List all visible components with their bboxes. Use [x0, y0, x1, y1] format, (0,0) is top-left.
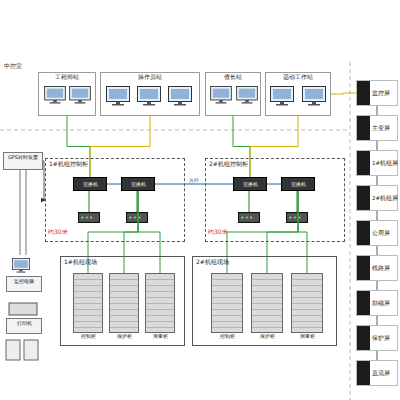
screen-panel: 励磁屏 — [356, 290, 398, 316]
node-text: 1#机组屏 — [372, 160, 396, 166]
connector-line — [377, 211, 378, 220]
node-text: 线路屏 — [372, 265, 396, 271]
connector-line — [124, 191, 138, 273]
connector-line — [377, 316, 378, 325]
field-area: 1#机组现场控制柜保护柜测量柜 — [60, 256, 185, 346]
screen-panel: 保护屏 — [356, 325, 398, 351]
screen-panel: 主变屏 — [356, 115, 398, 141]
connector-line — [107, 184, 121, 185]
connector-line — [298, 191, 307, 273]
note-label: 约30米 — [208, 228, 228, 237]
node-text: GPS对时装置 — [4, 153, 42, 161]
node-text: 值长站 — [206, 74, 260, 81]
workstation-box: 工程师站 — [38, 72, 96, 116]
workstation-box: 操作员站 — [100, 72, 200, 116]
node-text: 1#机组控制柜 — [49, 161, 88, 168]
note-label: 中控室 — [4, 62, 22, 71]
node-text: 交换机 — [74, 178, 106, 190]
node-text: 交换机 — [282, 178, 314, 190]
cabinet: 测量柜 — [145, 273, 175, 333]
cabinet: 控制柜 — [211, 273, 243, 333]
node-text: 2#机组屏 — [372, 195, 396, 201]
node-text: 远动工作站 — [266, 74, 330, 81]
node-text: 主变屏 — [372, 125, 396, 131]
screen-panel: 监控屏 — [356, 80, 398, 106]
connector-line — [67, 116, 90, 177]
screen-panel: 直流屏 — [356, 360, 398, 386]
device-box: GPS对时装置 — [3, 152, 43, 170]
node-text: 控制柜 — [68, 334, 108, 340]
connector-line — [377, 141, 378, 150]
node-text: 保护屏 — [372, 335, 396, 341]
cabinet: 控制柜 — [73, 273, 103, 333]
node-text: 工程师站 — [39, 74, 95, 81]
network-switch: 交换机 — [121, 177, 155, 191]
connector-line — [377, 106, 378, 115]
connector-line — [138, 191, 160, 273]
field-area: 2#机组现场控制柜保护柜测量柜 — [192, 256, 337, 346]
screen-panel: 公用屏 — [356, 220, 398, 246]
node-text: 直流屏 — [372, 370, 396, 376]
workstation-box: 值长站 — [205, 72, 261, 116]
connector-line — [267, 191, 298, 273]
edge-label: 光纤 — [189, 177, 199, 183]
node-text: 公用屏 — [372, 230, 396, 236]
node-text: 测量柜 — [140, 334, 180, 340]
device-box: 监控电脑 — [6, 276, 42, 292]
cabinet: 测量柜 — [291, 273, 323, 333]
connector-line — [377, 246, 378, 255]
node-text: 打印机 — [7, 319, 41, 327]
cabinet: 保护柜 — [109, 273, 139, 333]
node-text: 保护柜 — [246, 334, 288, 340]
connector-line — [233, 116, 250, 177]
screen-panel: 线路屏 — [356, 255, 398, 281]
node-text: 测量柜 — [286, 334, 328, 340]
node-text: 监控屏 — [372, 90, 396, 96]
connector-line — [377, 281, 378, 290]
network-switch: 交换机 — [233, 177, 267, 191]
connector-line — [377, 351, 378, 360]
connector-line — [90, 116, 150, 177]
network-switch: 交换机 — [281, 177, 315, 191]
device-box: 打印机 — [6, 318, 42, 334]
note-label: 约30米 — [48, 228, 68, 237]
connector-line — [250, 116, 298, 177]
node-text: 保护柜 — [104, 334, 144, 340]
workstation-box: 远动工作站 — [265, 72, 331, 116]
node-text: 1#机组现场 — [64, 259, 97, 266]
node-text: 操作员站 — [101, 74, 199, 81]
cabinet: 保护柜 — [251, 273, 283, 333]
connector-line — [155, 184, 233, 185]
connector-line — [377, 176, 378, 185]
network-switch: 交换机 — [73, 177, 107, 191]
node-text: 交换机 — [234, 178, 266, 190]
node-text: 2#机组现场 — [196, 259, 229, 266]
node-text: 监控电脑 — [7, 277, 41, 285]
node-text: 励磁屏 — [372, 300, 396, 306]
screen-panel: 2#机组屏 — [356, 185, 398, 211]
connector-line — [227, 191, 298, 273]
screen-panel: 1#机组屏 — [356, 150, 398, 176]
node-text: 控制柜 — [206, 334, 248, 340]
node-text: 交换机 — [122, 178, 154, 190]
node-text: 2#机组控制柜 — [209, 161, 248, 168]
connector-line — [331, 93, 356, 94]
connector-line — [267, 184, 281, 185]
